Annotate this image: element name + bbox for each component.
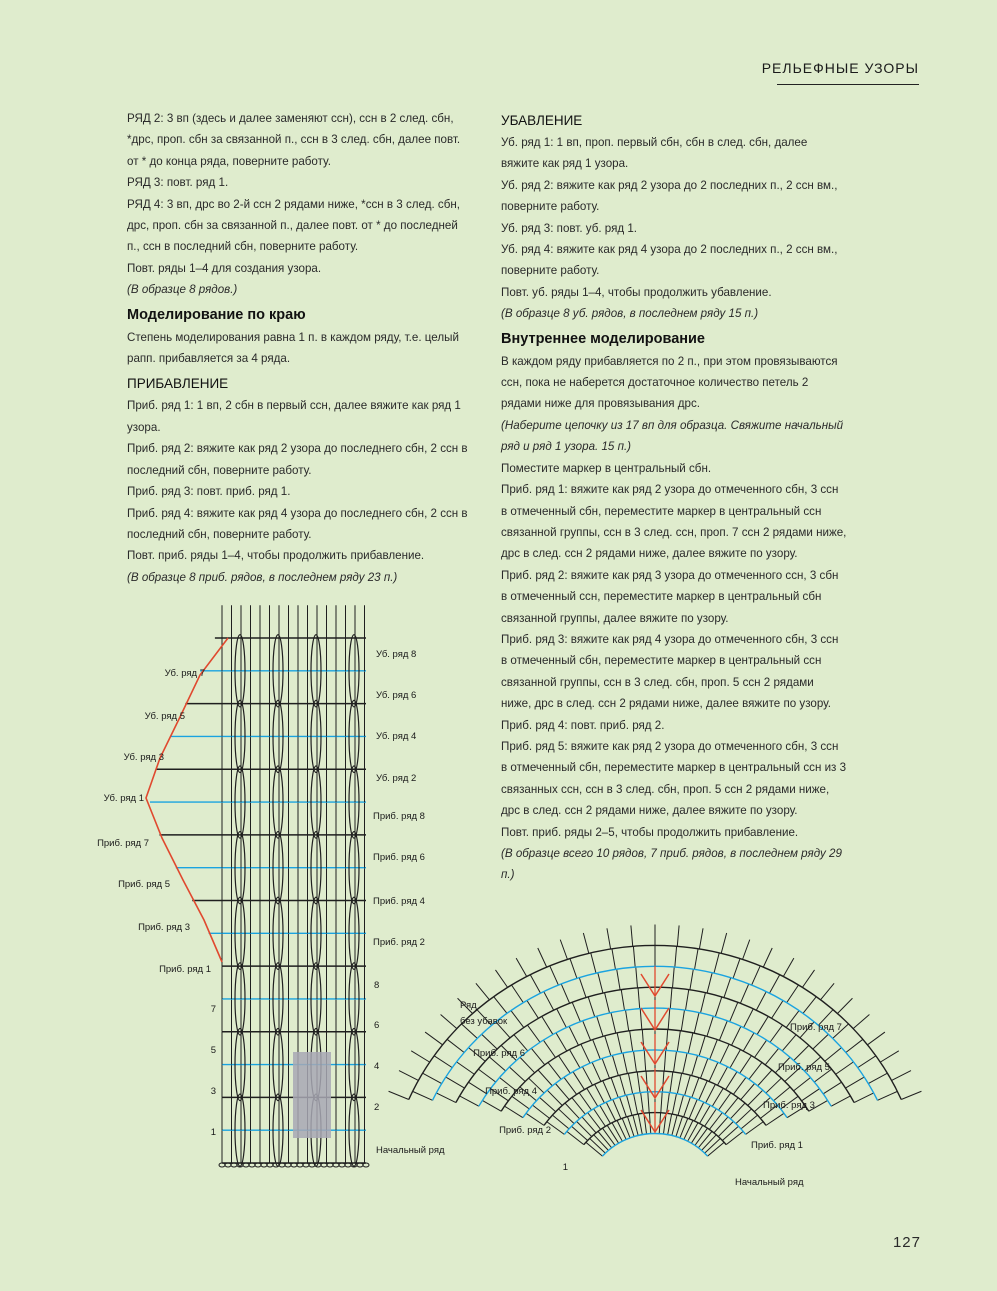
page-number: 127 xyxy=(892,1234,921,1251)
chart1-post-stitch xyxy=(348,1027,360,1102)
repeat-highlight xyxy=(293,1052,331,1138)
internal-inc-row4: Приб. ряд 4: повт. приб. ряд 2. xyxy=(501,718,665,732)
chart1-post-stitch xyxy=(234,830,246,905)
edge-shaping-text: Степень моделирования равна 1 п. в каждо… xyxy=(127,330,459,366)
chart1-left-number: 5 xyxy=(211,1045,216,1056)
chart1-post-stitch xyxy=(348,830,360,905)
chart1-post-stitch xyxy=(310,896,322,971)
chart1-shaping-edge xyxy=(145,637,229,963)
chart1-post-stitch xyxy=(310,765,322,839)
section-title: РЕЛЬЕФНЫЕ УЗОРЫ xyxy=(761,60,919,76)
chart1-left-label: Уб. ряд 3 xyxy=(124,752,164,763)
dec-note: (В образце 8 уб. рядов, в последнем ряду… xyxy=(501,307,759,321)
inc-note: (В образце 8 приб. рядов, в последнем ря… xyxy=(127,570,398,584)
header-rule xyxy=(777,84,919,85)
chart1-right-number: 6 xyxy=(374,1020,379,1031)
chart1-right-number: 8 xyxy=(374,980,379,991)
chart1-post-stitch xyxy=(272,830,284,905)
chart1-right-label: Приб. ряд 4 xyxy=(373,896,425,907)
dec-repeat: Повт. уб. ряды 1–4, чтобы продолжить уба… xyxy=(501,285,772,299)
chart1-right-label: Уб. ряд 6 xyxy=(376,690,416,701)
chart1-post-stitch xyxy=(348,765,360,839)
internal-shaping-text: В каждом ряду прибавляется по 2 п., при … xyxy=(501,354,838,411)
chart1-foundation-label: Начальный ряд xyxy=(376,1145,445,1156)
chart1-right-label: Уб. ряд 8 xyxy=(376,649,416,660)
dec-row4: Уб. ряд 4: вяжите как ряд 4 узора до 2 п… xyxy=(501,243,838,278)
chart1-left-number: 3 xyxy=(211,1086,216,1097)
row3-instruction: РЯД 3: повт. ряд 1. xyxy=(127,176,229,190)
internal-shaping-heading: Внутреннее моделирование xyxy=(501,330,705,347)
chart1-post-stitch xyxy=(272,699,284,774)
chart1-post-stitch xyxy=(348,634,360,708)
right-column: УБАВЛЕНИЕ Уб. ряд 1: 1 вп, проп. первый … xyxy=(501,110,847,886)
internal-inc-row5: Приб. ряд 5: вяжите как ряд 2 узора до о… xyxy=(501,739,847,818)
dec-row2: Уб. ряд 2: вяжите как ряд 2 узора до 2 п… xyxy=(501,178,838,214)
chart1-post-stitch xyxy=(348,699,360,774)
left-column: РЯД 2: 3 вп (здесь и далее заменяют ссн)… xyxy=(127,108,472,588)
chart1-chain-stitch xyxy=(362,1162,370,1168)
internal-inc-row2: Приб. ряд 2: вяжите как ряд 3 узора до о… xyxy=(501,568,839,625)
chart1-right-label: Приб. ряд 6 xyxy=(373,852,425,863)
chart1-post-stitch xyxy=(234,1093,246,1167)
chart1-post-stitch xyxy=(234,896,246,971)
chart1-post-stitch xyxy=(272,765,284,839)
decrease-heading: УБАВЛЕНИЕ xyxy=(501,113,583,128)
internal-inc-note: (В образце всего 10 рядов, 7 приб. рядов… xyxy=(501,847,842,882)
inc-row4: Приб. ряд 4: вяжите как ряд 4 узора до п… xyxy=(127,506,468,541)
chart1-left-label: Приб. ряд 5 xyxy=(118,879,170,890)
chart1-left-label: Приб. ряд 1 xyxy=(159,964,211,975)
chart1-post-stitch xyxy=(348,896,360,971)
internal-inc-row3: Приб. ряд 3: вяжите как ряд 4 узора до о… xyxy=(501,632,839,711)
chart1-post-stitch xyxy=(272,962,284,1036)
chart1-left-number: 1 xyxy=(211,1127,216,1138)
chart1-stitch-grid xyxy=(145,605,370,1168)
internal-inc-repeat: Повт. приб. ряды 2–5, чтобы продолжить п… xyxy=(501,825,799,839)
chart1-post-stitch xyxy=(272,896,284,971)
marker-instruction: Поместите маркер в центральный сбн. xyxy=(501,461,712,475)
chart1-post-stitch xyxy=(310,699,322,774)
chart1-post-stitch xyxy=(234,765,246,839)
chart1-right-label: Уб. ряд 2 xyxy=(376,773,416,784)
chart1-post-stitch xyxy=(234,699,246,774)
chart1-right-label: Приб. ряд 2 xyxy=(373,937,425,948)
chart1-left-label: Приб. ряд 3 xyxy=(138,922,190,933)
edge-shaping-heading: Моделирование по краю xyxy=(127,306,306,323)
chart1-post-stitch xyxy=(310,962,322,1036)
increase-heading: ПРИБАВЛЕНИЕ xyxy=(127,376,229,392)
inc-row3: Приб. ряд 3: повт. приб. ряд 1. xyxy=(127,485,291,499)
chart1-left-label: Уб. ряд 1 xyxy=(104,793,144,804)
chart1-post-stitch xyxy=(272,634,284,708)
chart1-post-stitch xyxy=(234,1027,246,1102)
inc-row2: Приб. ряд 2: вяжите как ряд 2 узора до п… xyxy=(127,442,468,477)
chart1-post-stitch xyxy=(348,962,360,1036)
chart1-right-number: 4 xyxy=(374,1061,379,1072)
chart1-post-stitch xyxy=(310,634,322,708)
row2-instruction: РЯД 2: 3 вп (здесь и далее заменяют ссн)… xyxy=(127,112,461,168)
chart1-post-stitch xyxy=(272,1027,284,1102)
chart1-left-label: Уб. ряд 7 xyxy=(165,668,205,679)
chart1-post-stitch xyxy=(234,962,246,1036)
repeat-instruction: Повт. ряды 1–4 для создания узора. xyxy=(127,261,322,275)
row4-instruction: РЯД 4: 3 вп, дрс во 2-й ссн 2 рядами ниж… xyxy=(127,197,460,254)
chain-note: (Наберите цепочку из 17 вп для образца. … xyxy=(501,418,844,454)
internal-inc-row1: Приб. ряд 1: вяжите как ряд 2 узора до о… xyxy=(501,483,847,561)
sample-note: (В образце 8 рядов.) xyxy=(127,283,238,297)
inc-row1: Приб. ряд 1: 1 вп, 2 сбн в первый ссн, д… xyxy=(127,399,461,434)
chart1-right-label: Приб. ряд 8 xyxy=(373,811,425,822)
chart1-left-label: Приб. ряд 7 xyxy=(97,838,149,849)
chart1-post-stitch xyxy=(348,1093,360,1167)
chart1-left-number: 7 xyxy=(211,1004,216,1015)
chart1-post-stitch xyxy=(310,830,322,905)
dec-row1: Уб. ряд 1: 1 вп, проп. первый сбн, сбн в… xyxy=(501,136,808,171)
chart1-post-stitch xyxy=(234,634,246,708)
chart1-left-label: Уб. ряд 5 xyxy=(145,711,185,722)
dec-row3: Уб. ряд 3: повт. уб. ряд 1. xyxy=(501,221,638,235)
chart1-right-label: Уб. ряд 4 xyxy=(376,731,416,742)
inc-repeat: Повт. приб. ряды 1–4, чтобы продолжить п… xyxy=(127,549,425,563)
chart1-right-number: 2 xyxy=(374,1102,379,1113)
